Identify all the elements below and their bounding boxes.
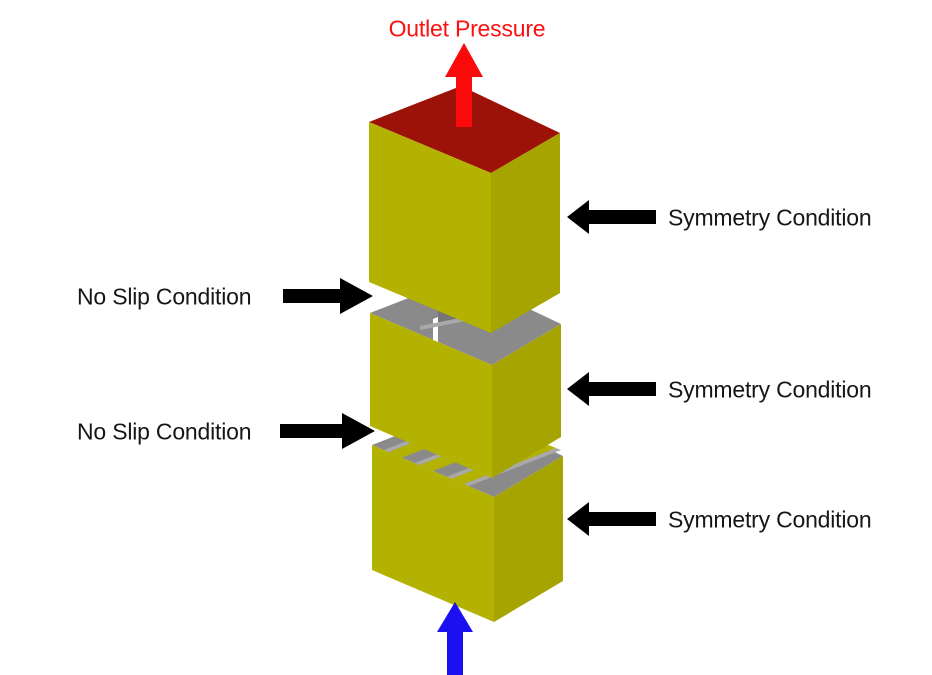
top-block-left-face xyxy=(369,122,491,333)
bottom-block-right-face xyxy=(494,456,563,622)
top-block-right-face xyxy=(491,133,560,333)
symmetry-label-3: Symmetry Condition xyxy=(668,506,872,533)
symmetry-label-1: Symmetry Condition xyxy=(668,204,872,231)
middle-block-fin-edge xyxy=(420,316,470,330)
outlet-arrow-icon xyxy=(445,43,483,127)
inlet-arrow-icon xyxy=(437,602,473,675)
middle-block-left-face xyxy=(370,313,492,478)
symmetry-label-2: Symmetry Condition xyxy=(668,376,872,403)
symmetry-arrow-icon-3 xyxy=(567,502,656,536)
no-slip-arrow-icon-2 xyxy=(280,413,375,449)
symmetry-arrow-icon-1 xyxy=(567,200,656,234)
bottom-block-left-face xyxy=(372,445,494,622)
symmetry-arrow-icon-2 xyxy=(567,372,656,406)
no-slip-arrow-icon-1 xyxy=(283,278,373,314)
outlet-pressure-label: Outlet Pressure xyxy=(388,15,546,42)
top-block-top-face xyxy=(369,86,560,173)
no-slip-label-2: No Slip Condition xyxy=(77,418,252,445)
bottom-block-slot-highlight-4 xyxy=(464,448,561,486)
no-slip-label-1: No Slip Condition xyxy=(77,283,252,310)
middle-block-right-face xyxy=(492,324,561,478)
